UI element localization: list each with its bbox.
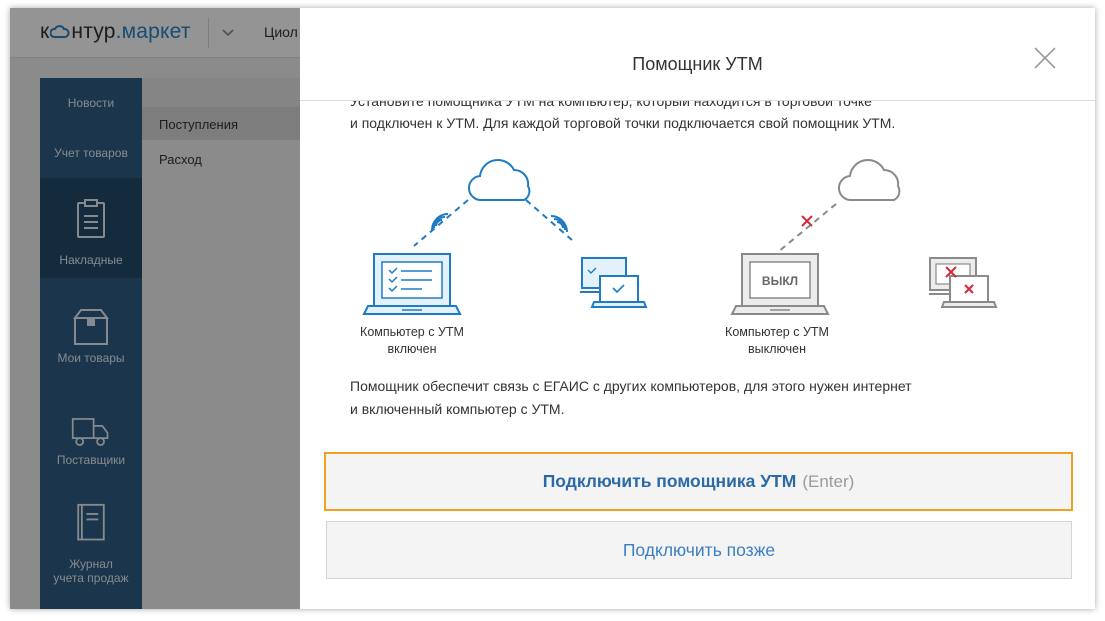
sub-navigation: Поступления Расход [142, 78, 310, 609]
wifi-signal-icon [550, 215, 568, 233]
intro-text: Установите помощника УТМ на компьютер, к… [350, 101, 1050, 147]
chevron-down-icon[interactable] [220, 24, 236, 40]
left-navigation: Новости Учет товаров Накладные Мои товар… [40, 78, 142, 609]
connect-helper-label: Подключить помощника УТМ [542, 471, 797, 491]
wifi-signal-icon [431, 213, 449, 231]
screen-off-label: ВЫКЛ [761, 274, 799, 288]
connect-shortcut-hint: (Enter) [802, 472, 855, 491]
subnav-item-receipts[interactable]: Поступления [159, 117, 239, 132]
cloud-offline-icon [838, 159, 901, 202]
modal-backdrop[interactable] [10, 8, 300, 609]
subnav-item-expense[interactable]: Расход [159, 152, 202, 167]
nav-item-news[interactable]: Новости [67, 96, 115, 110]
intro-line-1: Установите помощника УТМ на компьютер, к… [350, 101, 872, 109]
caption-utm-on: Компьютер с УТМ включен [360, 325, 464, 356]
illustration-graphic [362, 159, 998, 315]
box-icon[interactable] [71, 306, 111, 348]
helper-line-2: и включенный компьютер с УТМ. [350, 401, 565, 417]
helper-line-1: Помощник обеспечит связь с ЕГАИС с други… [350, 378, 912, 394]
truck-icon[interactable] [71, 411, 111, 453]
remote-computers-error-icon [929, 257, 998, 308]
laptop-utm-off-icon [730, 253, 830, 315]
cloud-logo-icon [49, 25, 70, 38]
connect-helper-button[interactable]: Подключить помощника УТМ (Enter) [324, 452, 1073, 511]
clipboard-icon[interactable] [71, 198, 111, 240]
disconnected-x-icon [801, 215, 813, 227]
cloud-online-icon [468, 159, 531, 202]
logo-separator [208, 18, 209, 48]
intro-line-2: и подключен к УТМ. Для каждой торговой т… [350, 115, 896, 131]
connect-later-button[interactable]: Подключить позже [326, 521, 1072, 579]
nav-item-invoices[interactable]: Накладные [59, 253, 123, 267]
caption-utm-off: Компьютер с УТМ выключен [725, 325, 829, 356]
modal-header-divider [300, 100, 1095, 101]
helper-description: Помощник обеспечит связь с ЕГАИС с други… [350, 375, 1050, 421]
organization-name[interactable]: Циол [264, 24, 298, 40]
nav-item-inventory[interactable]: Учет товаров [54, 146, 128, 160]
subnav-active-highlight [142, 107, 310, 140]
nav-item-my-products[interactable]: Мои товары [57, 351, 125, 365]
nav-item-sales-journal[interactable]: Журнал учета продаж [53, 557, 129, 585]
remote-computers-icon [580, 257, 648, 308]
laptop-utm-on-icon [362, 253, 462, 315]
nav-item-suppliers[interactable]: Поставщики [56, 453, 126, 467]
utm-illustration: ВЫКЛ Компьютер с УТМ включен Компьютер с… [300, 148, 1095, 368]
subnav-header [142, 78, 310, 107]
utm-helper-modal: Помощник УТМ Установите помощника УТМ на… [300, 8, 1095, 609]
close-icon[interactable] [1031, 44, 1059, 72]
journal-icon[interactable] [71, 503, 111, 545]
modal-title: Помощник УТМ [632, 54, 763, 74]
